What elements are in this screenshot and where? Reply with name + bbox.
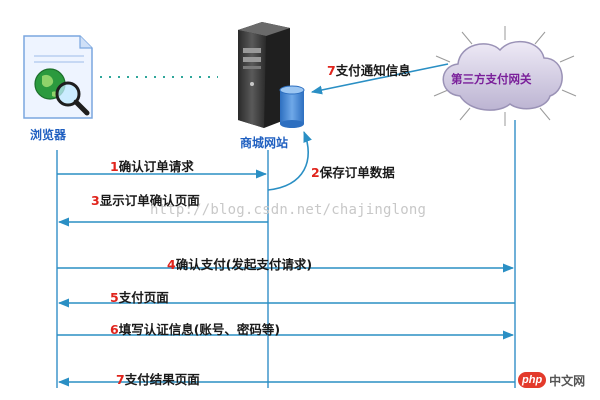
gateway-label: 第三方支付网关 — [451, 72, 532, 86]
step-label-5: 5支付页面 — [110, 290, 169, 305]
step-label-2: 2保存订单数据 — [311, 165, 395, 180]
step-label-3: 3显示订单确认页面 — [91, 193, 200, 208]
step-label-7-result: 7支付结果页面 — [116, 372, 200, 387]
brand-badge: php — [518, 372, 547, 388]
arrow-step-7-notify — [310, 63, 449, 95]
step-label-4: 4确认支付(发起支付请求) — [167, 257, 313, 272]
server-label: 商城网站 — [240, 136, 289, 150]
step-label-7-notify: 7支付通知信息 — [327, 63, 411, 78]
database-cylinder-icon — [279, 85, 305, 128]
watermark-url: http://blog.csdn.net/chajinglong — [150, 202, 427, 218]
cloud-icon — [433, 26, 577, 126]
step-label-6: 6填写认证信息(账号、密码等) — [110, 322, 281, 337]
arrow-step-2 — [267, 130, 312, 191]
magnifier-icon — [55, 81, 90, 116]
brand-text: 中文网 — [549, 373, 586, 388]
brand-logo: php 中文网 — [518, 369, 585, 391]
browser-label: 浏览器 — [30, 128, 67, 142]
step-label-1: 1确认订单请求 — [110, 159, 194, 174]
server-tower-icon — [238, 22, 290, 128]
